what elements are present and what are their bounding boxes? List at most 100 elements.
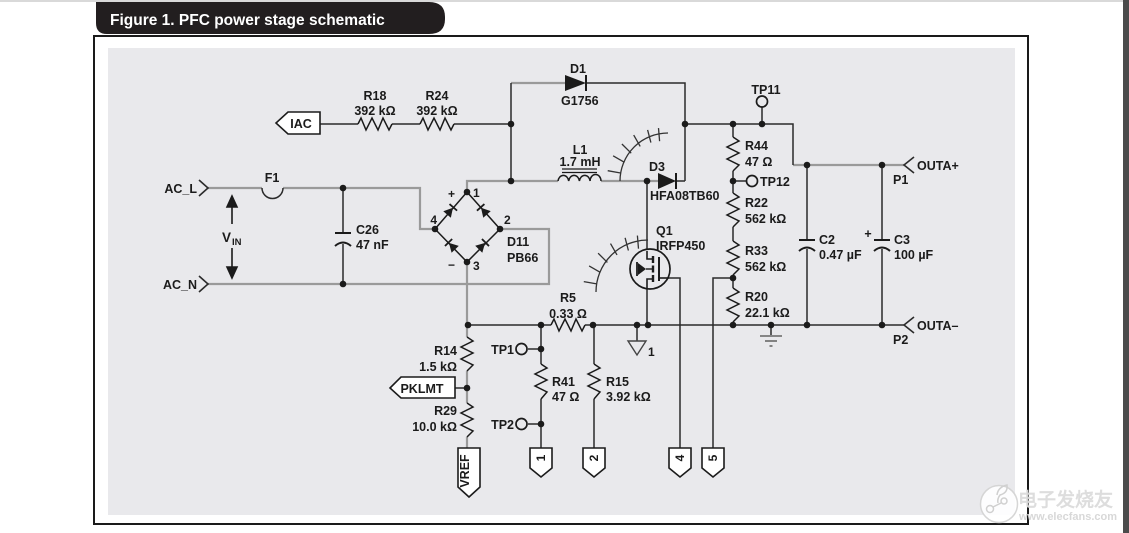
connector-5: 5: [701, 447, 725, 479]
label-r15-val: 3.92 kΩ: [606, 390, 651, 404]
label-outa-plus: OUTA+: [917, 159, 959, 173]
label-q1-ref: Q1: [656, 224, 673, 238]
watermark-cn-text: 电子发烧友: [1018, 488, 1113, 511]
resistor-r5: R5 0.33 Ω: [549, 291, 587, 333]
schematic-panel: [108, 48, 1015, 515]
label-l1-val: 1.7 mH: [560, 155, 601, 169]
label-r14-val: 1.5 kΩ: [419, 360, 457, 374]
resistor-r20: R20 22.1 kΩ: [725, 287, 790, 323]
label-r44-ref: R44: [745, 139, 768, 153]
label-r24-ref: R24: [426, 89, 449, 103]
watermark-url-text: www.elecfans.com: [1018, 511, 1117, 523]
tag-iac: IAC: [274, 111, 321, 135]
label-p1: P1: [893, 173, 908, 187]
ground-symbol: [760, 335, 782, 347]
acl-port-arrow: [198, 179, 210, 197]
label-r41-val: 47 Ω: [552, 390, 579, 404]
tag-pklmt: PKLMT: [388, 376, 456, 399]
bridge-d11: + 1 4 2 − 3 D11 PB66: [430, 186, 538, 273]
resistor-r18: R18 392 kΩ: [354, 89, 396, 132]
resistor-r29: R29 10.0 kΩ: [412, 402, 475, 438]
heatsink-icon-d3: [607, 128, 669, 182]
label-d11-val: PB66: [507, 251, 538, 265]
label-bridge-4: 4: [430, 213, 437, 227]
diode-d3: D3 HFA08TB60: [649, 160, 720, 203]
resistor-r22: R22 562 kΩ: [725, 192, 786, 228]
testpoint-tp11: TP11: [751, 83, 781, 108]
connector-1: 1: [529, 447, 553, 479]
label-bridge-plus: +: [448, 187, 455, 201]
capacitor-c2: C2 0.47 µF: [798, 233, 862, 262]
label-r44-val: 47 Ω: [745, 155, 772, 169]
label-outa-minus: OUTA–: [917, 319, 958, 333]
label-d11-ref: D11: [507, 235, 529, 249]
label-net-flag-1: 1: [648, 345, 655, 359]
label-r24-val: 392 kΩ: [416, 104, 457, 118]
label-r20-val: 22.1 kΩ: [745, 306, 790, 320]
resistor-r14: R14 1.5 kΩ: [419, 336, 475, 374]
port-outa-plus: OUTA+ P1: [893, 156, 959, 187]
connector-4: 4: [668, 447, 692, 479]
figure-title: Figure 1. PFC power stage schematic: [110, 12, 385, 29]
label-r15-ref: R15: [606, 375, 629, 389]
label-d1-val: G1756: [561, 94, 599, 108]
label-d1-ref: D1: [570, 62, 586, 76]
testpoint-tp12: TP12: [745, 174, 790, 189]
testpoint-tp1: TP1: [491, 342, 528, 357]
label-l1-ref: L1: [573, 143, 588, 157]
resistor-r33: R33 562 kΩ: [725, 240, 786, 276]
label-tp2: TP2: [491, 418, 514, 432]
label-r20-ref: R20: [745, 290, 768, 304]
resistor-r15: R15 3.92 kΩ: [586, 363, 651, 404]
heatsink-icon-q1: [583, 235, 649, 293]
testpoint-tp2: TP2: [491, 417, 528, 432]
label-r22-ref: R22: [745, 196, 768, 210]
label-r5-val: 0.33 Ω: [549, 307, 587, 321]
label-p2: P2: [893, 333, 908, 347]
connector-2: 2: [582, 447, 606, 479]
label-r33-val: 562 kΩ: [745, 260, 786, 274]
capacitor-c26: C26 47 nF: [334, 223, 389, 252]
label-r5-ref: R5: [560, 291, 576, 305]
title-banner: Figure 1. PFC power stage schematic: [96, 2, 445, 34]
resistor-r24: R24 392 kΩ: [416, 89, 458, 132]
label-conn-2: 2: [587, 454, 601, 461]
resistor-r44: R44 47 Ω: [725, 136, 772, 172]
label-conn-5: 5: [706, 454, 720, 461]
top-hairline: [0, 0, 1129, 2]
label-bridge-minus: −: [448, 258, 455, 272]
label-c2-val: 0.47 µF: [819, 248, 862, 262]
label-iac: IAC: [290, 117, 312, 131]
label-conn-4: 4: [673, 454, 687, 461]
label-d3-ref: D3: [649, 160, 665, 174]
label-r18-ref: R18: [364, 89, 387, 103]
label-bridge-2: 2: [504, 213, 511, 227]
fuse-f1: F1: [261, 171, 284, 200]
label-pklmt: PKLMT: [400, 382, 443, 396]
label-vin: V: [222, 230, 231, 245]
label-bridge-3: 3: [473, 259, 480, 273]
label-q1-val: IRFP450: [656, 239, 705, 253]
label-c2-ref: C2: [819, 233, 835, 247]
label-r18-val: 392 kΩ: [354, 104, 395, 118]
label-f1: F1: [265, 171, 280, 185]
right-scroll-strip[interactable]: [1123, 0, 1129, 533]
label-tp1: TP1: [491, 343, 514, 357]
resistor-r41: R41 47 Ω: [533, 363, 579, 404]
port-outa-minus: OUTA– P2: [893, 316, 958, 347]
label-r29-ref: R29: [434, 404, 457, 418]
mosfet-q1: Q1 IRFP450: [629, 224, 705, 290]
label-c26-ref: C26: [356, 223, 379, 237]
label-r22-val: 562 kΩ: [745, 212, 786, 226]
label-r29-val: 10.0 kΩ: [412, 420, 457, 434]
label-tp11: TP11: [751, 83, 780, 97]
net-flag-1: 1: [626, 340, 655, 359]
vin-arrow: [225, 194, 239, 280]
signal-wires: [320, 82, 905, 448]
label-acn: AC_N: [163, 278, 197, 292]
acn-port-arrow: [198, 275, 210, 293]
tag-vref: VREF: [457, 447, 481, 499]
junction-dots: [339, 120, 886, 428]
